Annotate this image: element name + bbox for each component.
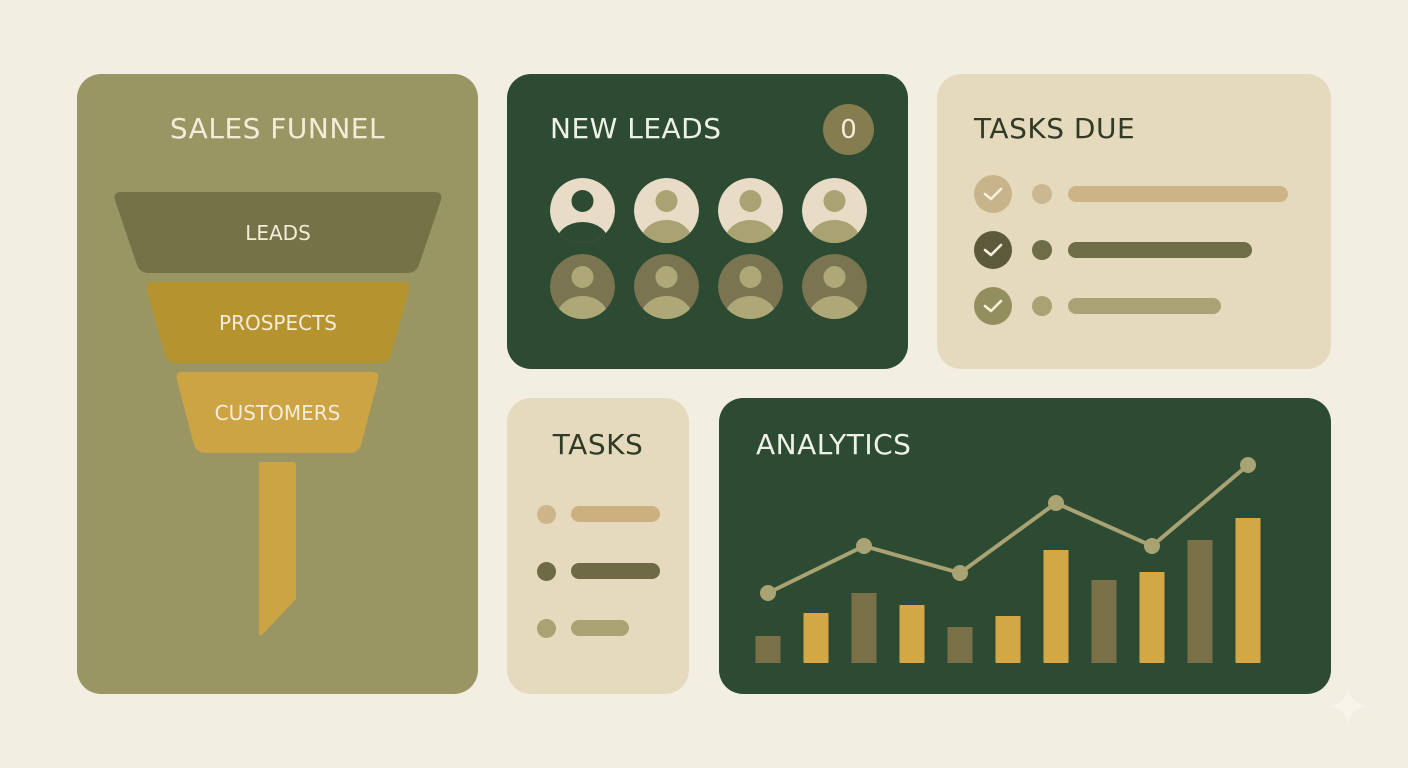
task-priority-dot: [1032, 240, 1052, 260]
chart-bar[interactable]: [947, 627, 973, 663]
task-bar[interactable]: [571, 506, 660, 522]
chart-bar[interactable]: [1043, 550, 1069, 663]
tasks-card[interactable]: TASKS: [507, 398, 689, 694]
user-icon: [718, 178, 783, 243]
lead-avatar[interactable]: [802, 254, 867, 319]
user-icon: [550, 178, 615, 243]
funnel-stage-label: PROSPECTS: [219, 310, 337, 335]
task-bar[interactable]: [571, 563, 660, 579]
user-icon: [802, 254, 867, 319]
task-checkbox[interactable]: [974, 175, 1012, 213]
new-leads-title: NEW LEADS: [550, 112, 722, 145]
chart-bar[interactable]: [1139, 572, 1165, 663]
trend-point[interactable]: [1240, 457, 1256, 473]
trend-point[interactable]: [760, 585, 776, 601]
task-dot: [537, 505, 556, 524]
lead-avatar[interactable]: [802, 178, 867, 243]
task-bar[interactable]: [1068, 298, 1221, 314]
task-bar[interactable]: [1068, 186, 1288, 202]
chart-bar[interactable]: [1187, 540, 1213, 663]
sales-funnel-title: SALES FUNNEL: [169, 112, 386, 145]
chart-bar[interactable]: [899, 605, 925, 663]
task-checkbox[interactable]: [974, 231, 1012, 269]
task-dot: [537, 562, 556, 581]
analytics-chart[interactable]: [719, 398, 1331, 694]
funnel-stage-leads[interactable]: LEADS: [113, 192, 443, 273]
lead-avatar[interactable]: [550, 254, 615, 319]
user-icon: [550, 254, 615, 319]
trend-point[interactable]: [952, 565, 968, 581]
lead-avatar[interactable]: [634, 178, 699, 243]
user-icon: [802, 178, 867, 243]
new-leads-count-badge: 0: [823, 104, 874, 155]
lead-avatar[interactable]: [718, 178, 783, 243]
checkmark-icon: [983, 187, 1003, 201]
trend-point[interactable]: [1144, 538, 1160, 554]
checkmark-icon: [983, 299, 1003, 313]
user-icon: [634, 178, 699, 243]
chart-bar[interactable]: [851, 593, 877, 663]
lead-avatar[interactable]: [718, 254, 783, 319]
task-bar[interactable]: [571, 620, 629, 636]
trend-point[interactable]: [1048, 495, 1064, 511]
task-bar[interactable]: [1068, 242, 1252, 258]
user-icon: [634, 254, 699, 319]
task-priority-dot: [1032, 296, 1052, 316]
new-leads-card[interactable]: NEW LEADS 0: [507, 74, 908, 369]
funnel-stage-prospects[interactable]: PROSPECTS: [145, 282, 411, 363]
trend-point[interactable]: [856, 538, 872, 554]
chart-bar[interactable]: [995, 616, 1021, 663]
trend-line: [767, 463, 1250, 595]
sparkle-icon: [1330, 688, 1366, 724]
funnel-spout: [259, 462, 296, 636]
funnel-stage-shape: [114, 192, 442, 273]
chart-bar[interactable]: [755, 636, 781, 663]
task-priority-dot: [1032, 184, 1052, 204]
user-icon: [718, 254, 783, 319]
task-checkbox[interactable]: [974, 287, 1012, 325]
sales-funnel-card[interactable]: SALES FUNNEL LEADS PROSPECTS CUSTOMERS: [77, 74, 478, 694]
lead-avatar[interactable]: [550, 178, 615, 243]
chart-bar[interactable]: [1235, 518, 1261, 663]
tasks-due-card[interactable]: TASKS DUE: [937, 74, 1331, 369]
task-dot: [537, 619, 556, 638]
chart-bar[interactable]: [803, 613, 829, 663]
tasks-title: TASKS: [552, 428, 644, 461]
funnel-stage-label: LEADS: [245, 220, 311, 245]
chart-bar[interactable]: [1091, 580, 1117, 663]
lead-avatar[interactable]: [634, 254, 699, 319]
funnel-stage-shape: [146, 282, 410, 363]
checkmark-icon: [983, 243, 1003, 257]
funnel-stage-customers[interactable]: CUSTOMERS: [175, 372, 380, 453]
analytics-card[interactable]: ANALYTICS: [719, 398, 1331, 694]
funnel-stage-shape: [176, 372, 379, 453]
analytics-title: ANALYTICS: [756, 428, 912, 461]
funnel-stage-label: CUSTOMERS: [214, 400, 341, 425]
tasks-due-title: TASKS DUE: [974, 112, 1136, 145]
